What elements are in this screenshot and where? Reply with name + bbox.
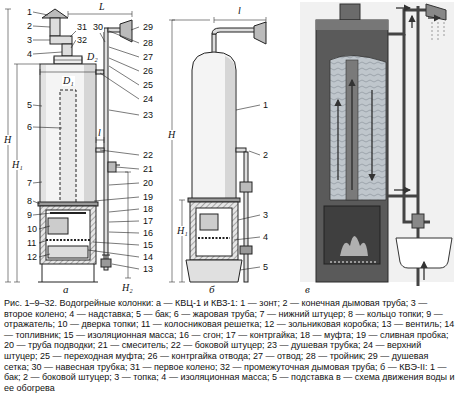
callout-number: 10: [26, 224, 38, 234]
figure-caption: Рис. 1–9–32. Водогрейные колонки: а — КВ…: [4, 298, 455, 393]
callout-number: 2: [26, 21, 33, 31]
callout-number: 1: [26, 7, 33, 17]
callout-number: 1: [262, 100, 269, 110]
dimension-lines-b: [169, 17, 266, 282]
callout-number: 31: [76, 22, 88, 32]
heater-scheme-c: [300, 2, 454, 286]
dimension-label: D₂: [86, 52, 99, 62]
callout-number: 3: [26, 35, 33, 45]
callout-number: 7: [26, 178, 33, 188]
callout-number: 28: [142, 38, 154, 48]
callout-number: 6: [26, 122, 33, 132]
callout-number: 27: [142, 52, 154, 62]
callout-number: 32: [76, 35, 88, 45]
dimension-label: H: [167, 130, 176, 140]
dimension-label: H: [3, 135, 12, 145]
callout-number: 17: [142, 216, 154, 226]
callout-number: 3: [262, 210, 269, 220]
callout-number: 13: [142, 264, 154, 274]
callout-number: 5: [262, 262, 269, 272]
callout-number: 23: [142, 110, 154, 120]
dimension-label: H₂: [121, 283, 134, 293]
callout-number: 4: [262, 232, 269, 242]
dimension-label: D₁: [62, 76, 75, 86]
callout-number: 26: [142, 66, 154, 76]
callout-number: 16: [142, 228, 154, 238]
callout-number: 29: [142, 22, 154, 32]
callout-number: 4: [26, 49, 33, 59]
dimension-lines-a: [5, 9, 132, 282]
dimension-label: L: [98, 2, 106, 12]
callout-number: 20: [142, 178, 154, 188]
figure-letter: б: [208, 284, 216, 295]
figure-letter: а: [62, 284, 70, 295]
dimension-label: H₁: [176, 226, 189, 236]
callout-number: 12: [26, 252, 38, 262]
callout-number: 15: [142, 240, 154, 250]
callout-number: 2: [262, 150, 269, 160]
callout-number: 18: [142, 204, 154, 214]
callout-number: 19: [142, 192, 154, 202]
callout-number: 24: [142, 94, 154, 104]
callout-number: 8: [26, 196, 33, 206]
leader-lines-b: [234, 105, 260, 270]
callout-number: 25: [142, 80, 154, 90]
callout-number: 11: [26, 238, 37, 248]
callout-number: 5: [26, 100, 33, 110]
callout-number: 30: [92, 22, 104, 32]
callout-number: 14: [142, 252, 154, 262]
dimension-label: l: [237, 6, 242, 16]
callout-number: 22: [142, 150, 154, 160]
callout-number: 9: [26, 210, 33, 220]
figure-letter: в: [304, 284, 311, 295]
callout-number: 21: [142, 164, 154, 174]
dimension-label: l: [97, 128, 102, 138]
heater-b: [186, 22, 266, 282]
dimension-label: H₁: [11, 160, 24, 170]
leader-lines-a: [33, 12, 139, 269]
